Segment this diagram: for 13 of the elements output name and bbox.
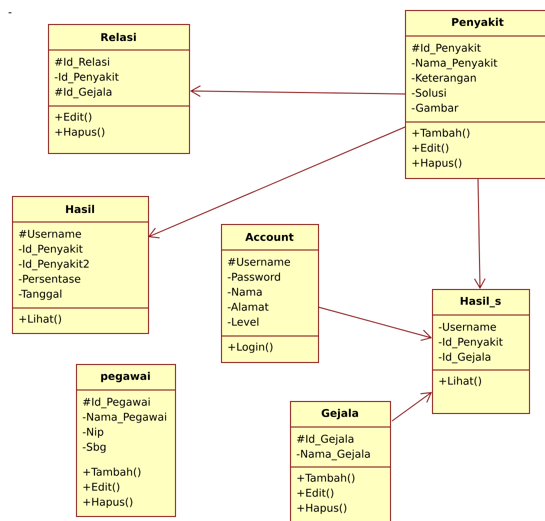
class-box: Account #Username -Password -Nama -Alamat -Level +Login() (220, 224, 319, 363)
arrow (474, 178, 486, 289)
class-box: Gejala #Id_Gejala -Nama_Gejala +Tambah() +Edit() +Hapus() (290, 401, 391, 521)
class-box: Penyakit #Id_Penyakit -Nama_Penyakit -Keterangan -Solusi -Gambar +Tambah() +Edit() +Hapus() (404, 10, 545, 179)
arrow (392, 392, 432, 422)
class-box: Hasil #Username -Id_Penyakit -Id_Penyakit2 -Persentase -Tanggal +Lihat() (12, 196, 149, 334)
arrow (318, 306, 432, 341)
stray-mark: - (8, 12, 12, 14)
class-box: pegawai #Id_Pegawai -Nama_Pegawai -Nip -Sbg +Tambah() +Edit() +Hapus() (76, 364, 176, 517)
class-box: Relasi #Id_Relasi -Id_Penyakit #Id_Gejala +Edit() +Hapus() (48, 24, 190, 154)
arrow (148, 126, 406, 238)
class-box: Hasil_s -Username -Id_Penyakit -Id_Gejala +Lihat() (432, 289, 530, 414)
arrow (190, 85, 406, 97)
